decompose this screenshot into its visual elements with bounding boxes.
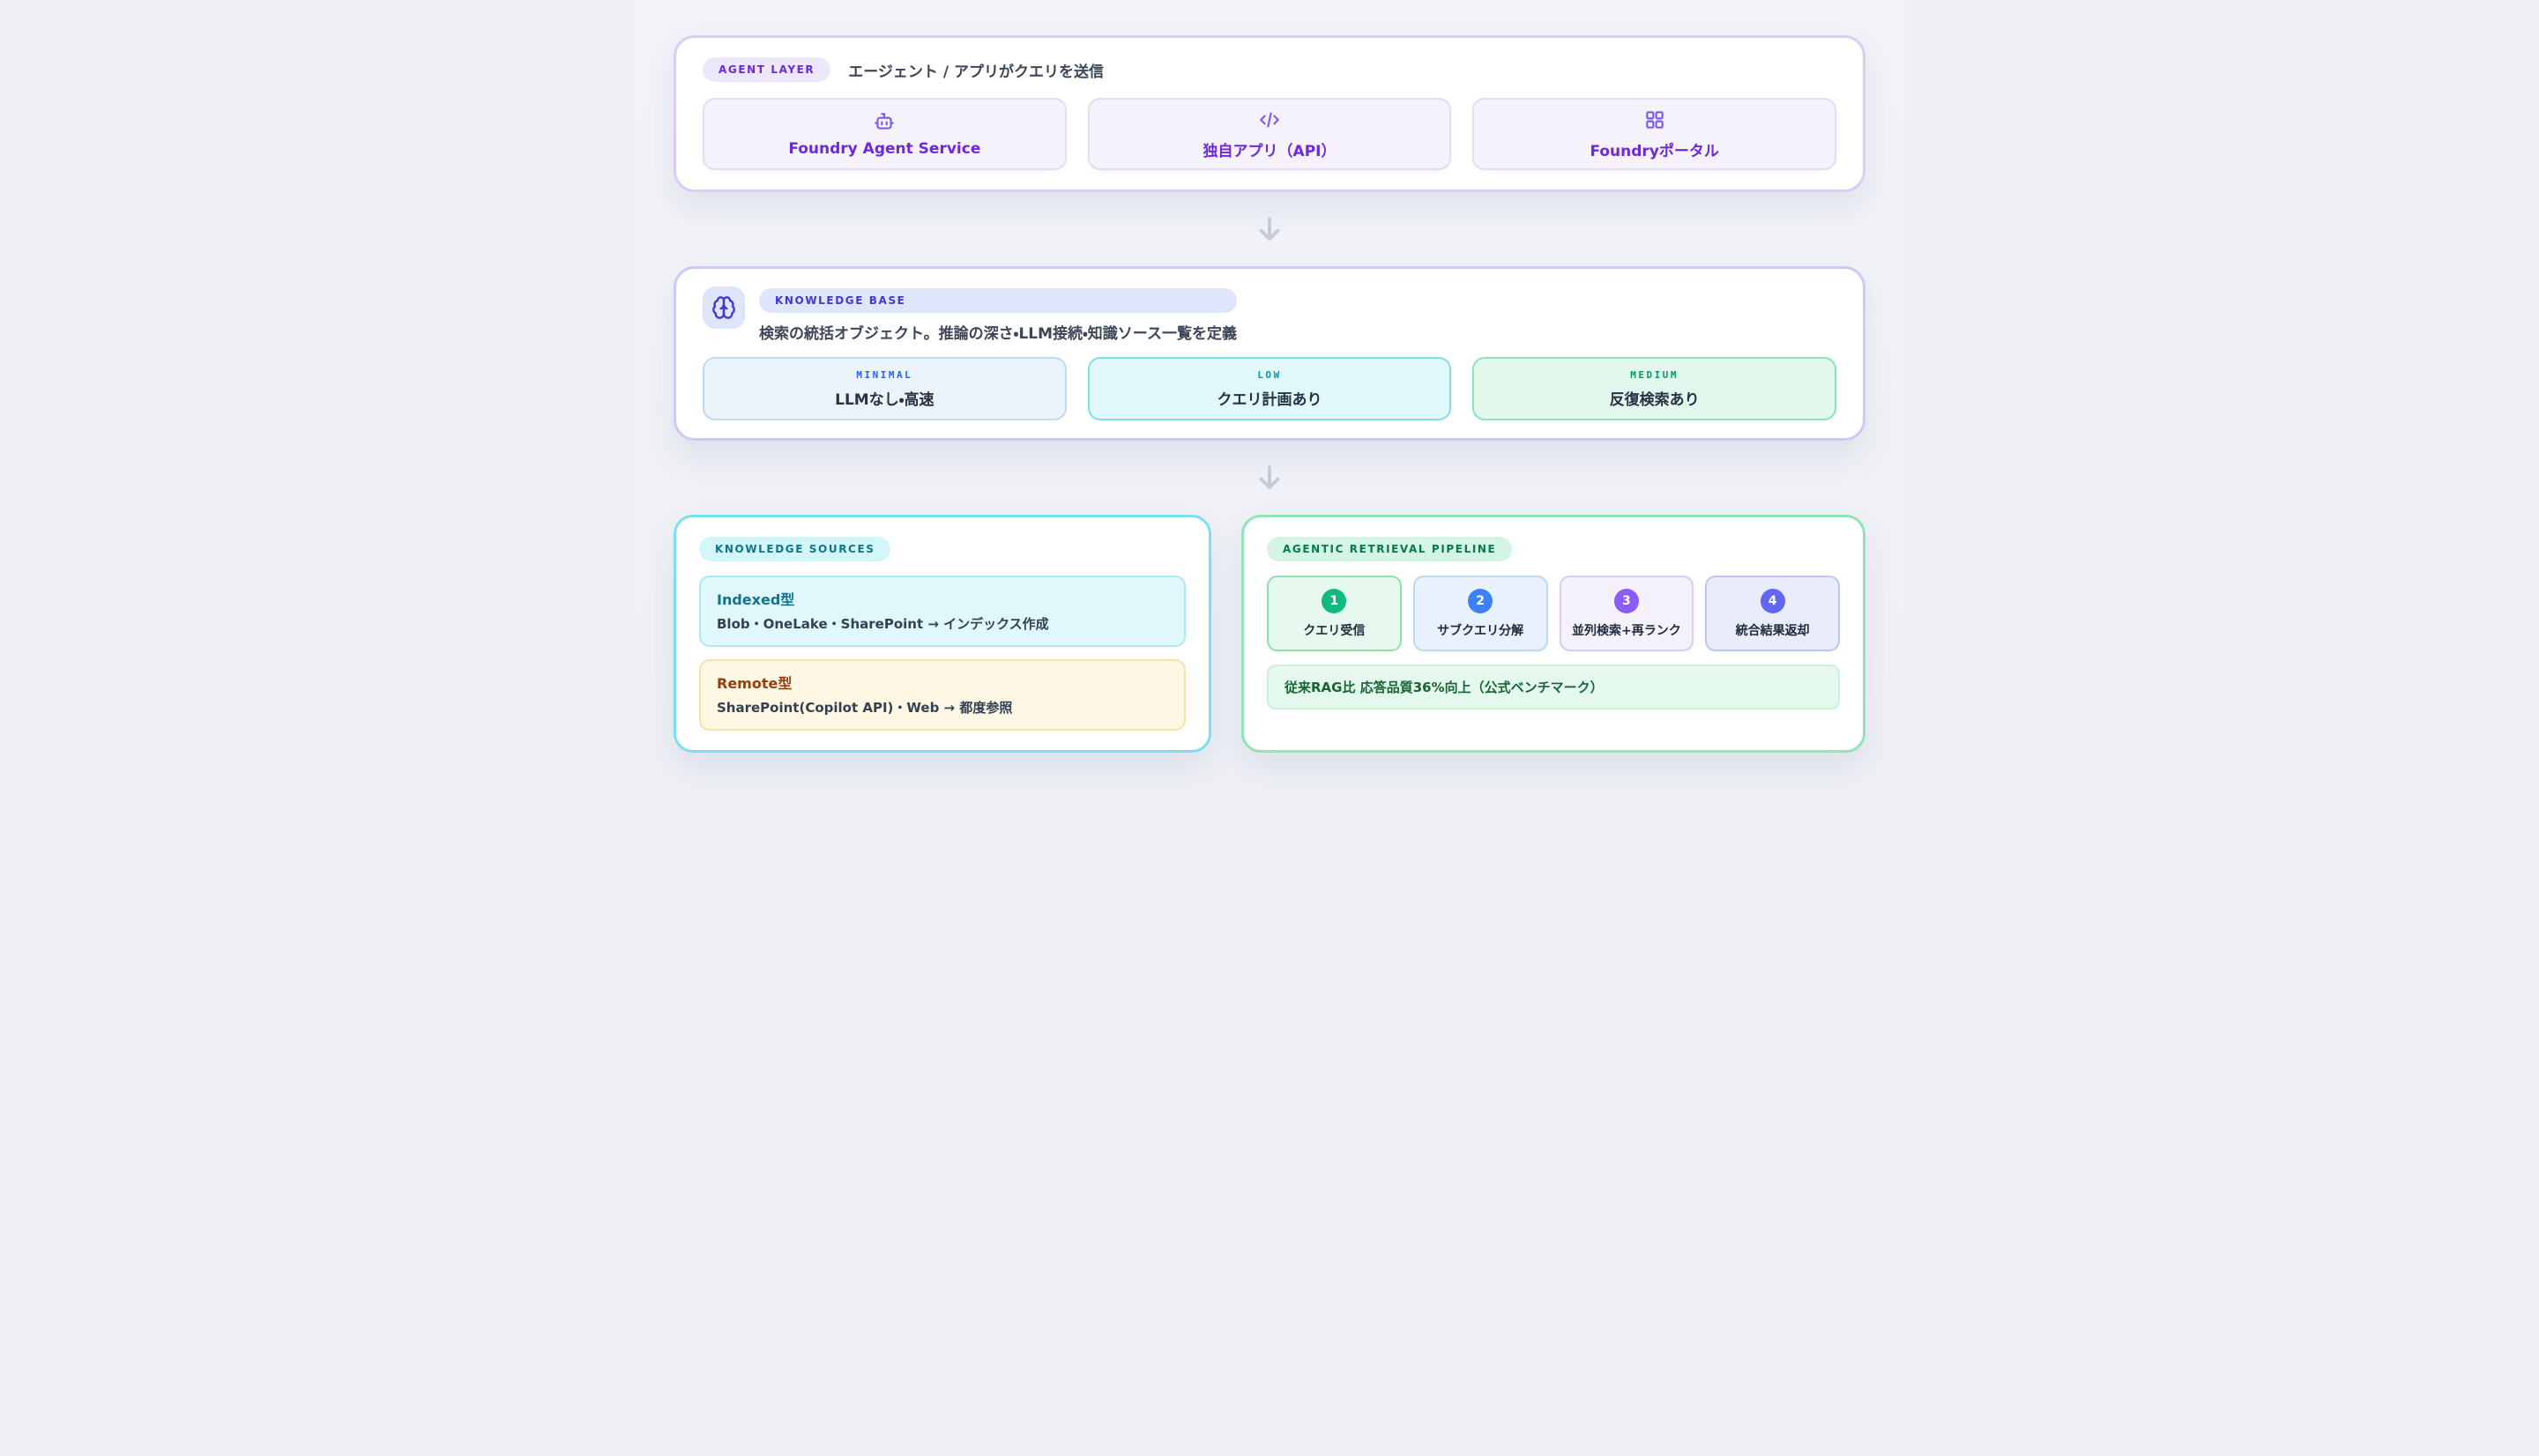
source-description: SharePoint(Copilot API)・Web → 都度参照 <box>717 700 1013 716</box>
grid-icon <box>1643 108 1666 131</box>
step-number-badge: 4 <box>1760 588 1785 613</box>
flow-arrow-row <box>674 192 1865 266</box>
retrieval-pipeline-badge: AGENTIC RETRIEVAL PIPELINE <box>1267 537 1513 561</box>
step-number-badge: 3 <box>1613 588 1639 613</box>
step-label: 統合結果返却 <box>1735 623 1810 638</box>
step-number-badge: 1 <box>1322 588 1347 613</box>
agent-layer-header: AGENT LAYER エージェント / アプリがクエリを送信 <box>703 57 1836 82</box>
tier-label: MEDIUM <box>1630 368 1679 381</box>
knowledge-base-header-text: KNOWLEDGE BASE 検索の統括オブジェクト。推論の深さ・LLM接続・知… <box>759 286 1237 343</box>
agent-card-custom-app-api: 独自アプリ（API） <box>1087 98 1452 170</box>
source-title: Indexed型 <box>717 591 795 608</box>
pipeline-step-1: 1 クエリ受信 <box>1267 576 1402 651</box>
down-arrow-icon <box>1253 461 1286 494</box>
down-arrow-icon <box>1253 212 1286 246</box>
robot-icon <box>873 110 896 133</box>
source-card-indexed: Indexed型 Blob・OneLake・SharePoint → インデック… <box>699 576 1186 647</box>
step-label: 並列検索+再ランク <box>1572 623 1681 638</box>
agent-card-label: 独自アプリ（API） <box>1202 142 1337 160</box>
tier-label: MINIMAL <box>856 368 913 381</box>
kb-level-card-low: LOW クエリ計画あり <box>1087 357 1452 420</box>
source-title: Remote型 <box>717 675 793 692</box>
agent-layer-heading: エージェント / アプリがクエリを送信 <box>848 63 1104 81</box>
step-number-badge: 2 <box>1468 588 1493 613</box>
kb-level-card-minimal: MINIMAL LLMなし・高速 <box>703 357 1067 420</box>
code-icon <box>1258 108 1281 131</box>
pipeline-step-3: 3 並列検索+再ランク <box>1559 576 1694 651</box>
pipeline-step-4: 4 統合結果返却 <box>1705 576 1840 651</box>
benchmark-note: 従来RAG比 応答品質36%向上（公式ベンチマーク） <box>1267 665 1840 709</box>
step-label: クエリ受信 <box>1303 623 1366 638</box>
knowledge-sources-panel: KNOWLEDGE SOURCES Indexed型 Blob・OneLake・… <box>674 515 1211 753</box>
diagram-canvas: AGENT LAYER エージェント / アプリがクエリを送信 Foundry … <box>635 0 1904 776</box>
knowledge-base-panel: KNOWLEDGE BASE 検索の統括オブジェクト。推論の深さ・LLM接続・知… <box>674 266 1865 441</box>
agent-card-label: Foundryポータル <box>1590 142 1719 160</box>
retrieval-pipeline-panel: AGENTIC RETRIEVAL PIPELINE 1 クエリ受信 2 サブク… <box>1241 515 1865 753</box>
bottom-row: KNOWLEDGE SOURCES Indexed型 Blob・OneLake・… <box>674 515 1865 753</box>
tier-description: クエリ計画あり <box>1217 390 1322 409</box>
agent-card-foundry-agent-service: Foundry Agent Service <box>703 98 1067 170</box>
kb-level-card-medium: MEDIUM 反復検索あり <box>1472 357 1837 420</box>
source-card-remote: Remote型 SharePoint(Copilot API)・Web → 都度… <box>699 659 1186 731</box>
knowledge-base-levels-row: MINIMAL LLMなし・高速 LOW クエリ計画あり MEDIUM 反復検索… <box>703 357 1837 420</box>
agent-card-foundry-portal: Foundryポータル <box>1472 98 1837 170</box>
tier-label: LOW <box>1257 368 1282 381</box>
brain-icon <box>711 295 736 320</box>
agent-layer-panel: AGENT LAYER エージェント / アプリがクエリを送信 Foundry … <box>674 35 1865 192</box>
source-description: Blob・OneLake・SharePoint → インデックス作成 <box>717 616 1049 632</box>
knowledge-base-badge: KNOWLEDGE BASE <box>759 288 1237 313</box>
agent-cards-row: Foundry Agent Service 独自アプリ（API） Foun <box>703 98 1837 170</box>
tier-description: LLMなし・高速 <box>835 390 934 409</box>
pipeline-step-2: 2 サブクエリ分解 <box>1412 576 1548 651</box>
tier-description: 反復検索あり <box>1609 390 1700 409</box>
knowledge-base-heading: 検索の統括オブジェクト。推論の深さ・LLM接続・知識ソース一覧を定義 <box>759 325 1237 343</box>
knowledge-sources-badge: KNOWLEDGE SOURCES <box>699 537 891 561</box>
agent-layer-badge: AGENT LAYER <box>703 57 831 82</box>
brain-icon-box <box>703 286 745 329</box>
agent-card-label: Foundry Agent Service <box>788 140 981 158</box>
step-label: サブクエリ分解 <box>1437 623 1524 638</box>
pipeline-steps-row: 1 クエリ受信 2 サブクエリ分解 3 並列検索+再ランク 4 統合結果返却 <box>1267 576 1840 651</box>
flow-arrow-row <box>674 441 1865 515</box>
knowledge-base-header: KNOWLEDGE BASE 検索の統括オブジェクト。推論の深さ・LLM接続・知… <box>703 286 1836 343</box>
